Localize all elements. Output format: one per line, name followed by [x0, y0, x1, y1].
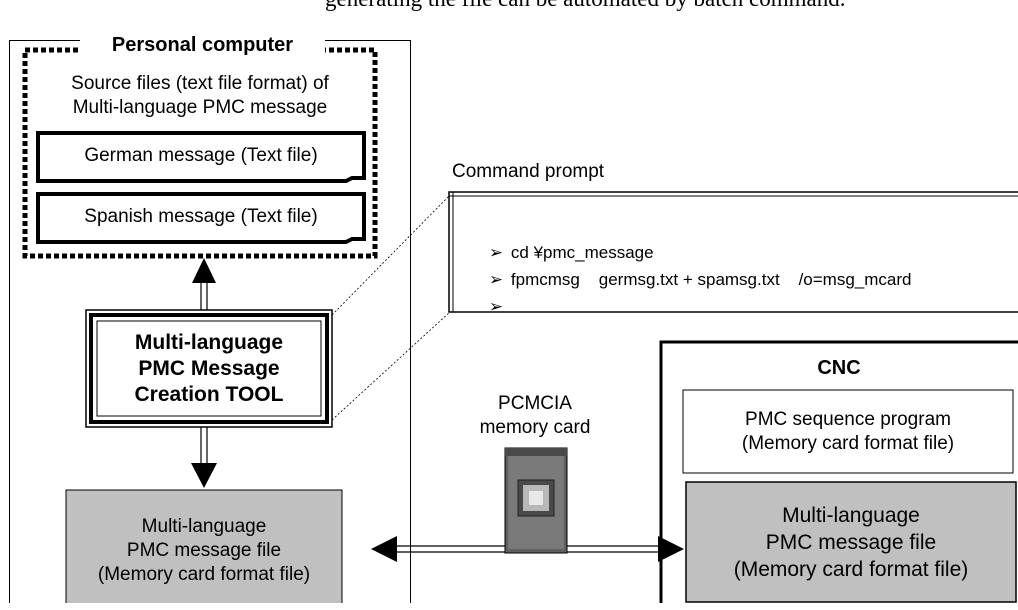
pc-output-line1: Multi-language [141, 516, 267, 537]
spanish-file-shape [36, 192, 366, 244]
tool-line2: PMC Message [138, 356, 280, 380]
command-line: ➢ cd ¥pmc_message [470, 212, 1010, 262]
memory-card-line2: memory card [479, 417, 591, 438]
command-prompt-label: Command prompt [452, 161, 605, 182]
memory-card-line1: PCMCIA [498, 393, 572, 414]
command-line: ➢ [470, 266, 1010, 316]
down-arrow-head [191, 463, 217, 488]
pc-output-file-label: Multi-language PMC message file (Memory … [66, 492, 342, 610]
pc-title: Personal computer [80, 32, 325, 58]
spanish-message-file: Spanish message (Text file) [84, 206, 318, 227]
cnc-message-label: Multi-language PMC message file (Memory … [688, 484, 1014, 600]
cnc-title: CNC [817, 356, 861, 379]
right-arrow-head [658, 536, 684, 562]
cnc-msg-line1: Multi-language [782, 503, 920, 527]
tool-line1: Multi-language [134, 330, 284, 354]
pc-output-line2: PMC message file [126, 540, 282, 561]
german-message-file: German message (Text file) [84, 145, 318, 166]
cnc-msg-line2: PMC message file [765, 530, 937, 554]
cnc-msg-line3: (Memory card format file) [733, 557, 969, 581]
cnc-sequence-label: PMC sequence program (Memory card format… [684, 392, 1012, 472]
source-group-dotted [22, 47, 378, 259]
prompt-bullet: ➢ [488, 297, 504, 316]
top-caption: generating the file can be automated by … [325, 0, 846, 12]
pc-output-box [65, 489, 343, 603]
cnc-seq-line1: PMC sequence program [745, 409, 951, 430]
command-line: ➢ fpmcmsg germsg.txt + spamsg.txt /o=msg_… [470, 239, 1010, 289]
pc-output-line3: (Memory card format file) [97, 564, 311, 585]
source-files-line1: Source files (text file format) of [71, 73, 329, 94]
cnc-seq-line2: (Memory card format file) [741, 433, 955, 454]
creation-tool-label: Multi-language PMC Message Creation TOOL [98, 322, 320, 415]
memory-card-label: PCMCIA memory card [440, 390, 630, 442]
source-files-label: Source files (text file format) of Multi… [30, 70, 370, 122]
memory-card-icon [504, 447, 568, 554]
command-text: cd ¥pmc_message [510, 243, 654, 262]
command-prompt-lines: ➢ cd ¥pmc_message ➢ fpmcmsg germsg.txt + s… [470, 212, 1010, 316]
command-prompt-box [448, 191, 1018, 313]
german-file-shape [36, 131, 366, 183]
command-text: fpmcmsg germsg.txt + spamsg.txt /o=msg_m… [510, 270, 912, 289]
prompt-bullet: ➢ [488, 270, 504, 289]
cnc-message-box [685, 481, 1017, 603]
tool-box-outer [85, 309, 333, 428]
up-arrow-head [192, 258, 216, 283]
tool-line3: Creation TOOL [134, 382, 284, 406]
source-files-line2: Multi-language PMC message [72, 97, 328, 118]
prompt-bullet: ➢ [488, 243, 504, 262]
left-arrow-head [371, 536, 397, 562]
cnc-sequence-box [682, 389, 1014, 474]
